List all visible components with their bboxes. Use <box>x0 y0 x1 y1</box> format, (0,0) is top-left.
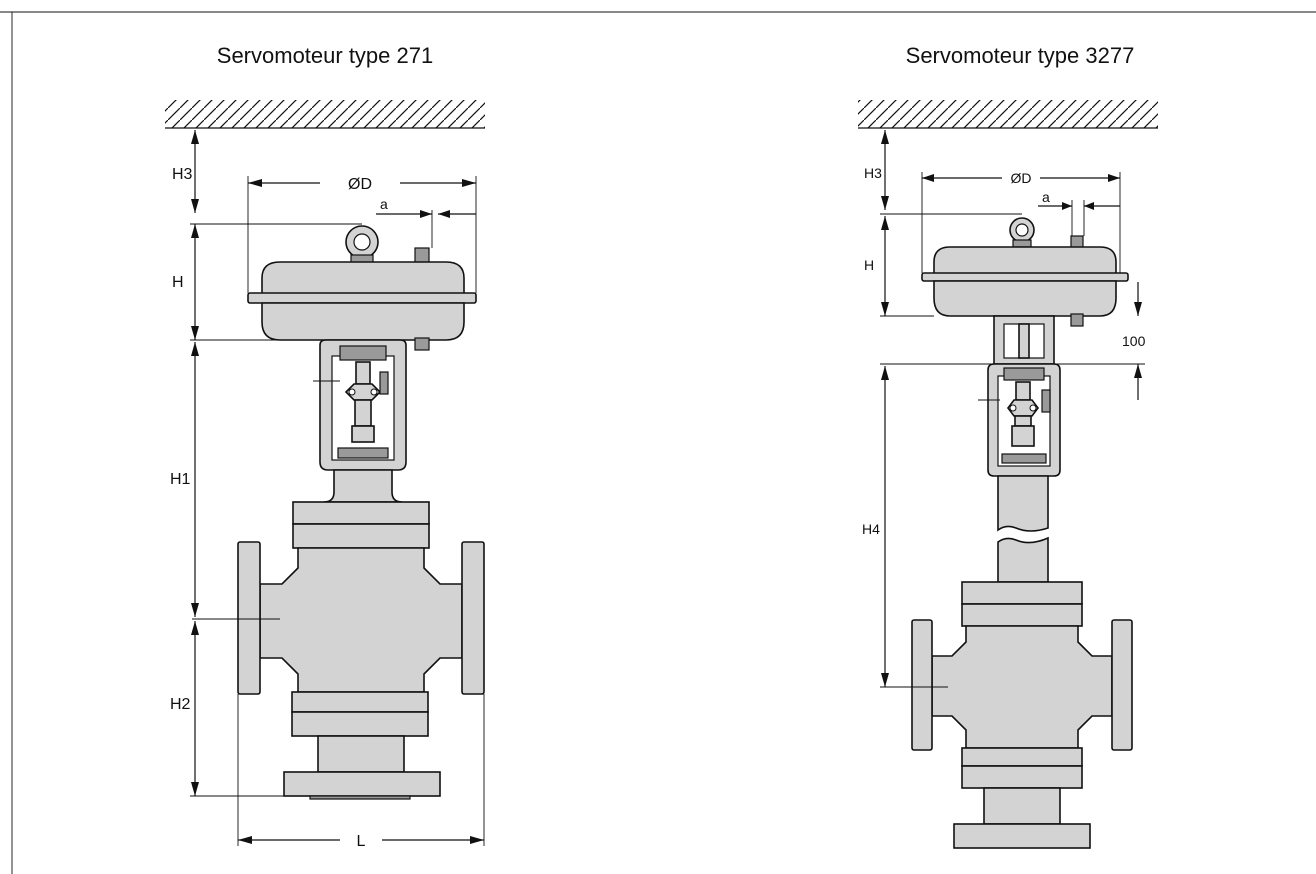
svg-text:H3: H3 <box>172 166 193 183</box>
right-dim-h3: H3 <box>864 130 889 210</box>
left-valve-body <box>192 541 485 800</box>
left-ceiling <box>165 100 485 129</box>
svg-text:a: a <box>1042 189 1050 205</box>
svg-text:H2: H2 <box>170 696 191 713</box>
right-drawing: Servomoteur type 3277 <box>858 43 1158 849</box>
right-dim-h4: H4 <box>862 363 994 687</box>
right-broken-stem <box>997 475 1049 583</box>
left-dim-h1: H1 <box>170 339 320 617</box>
left-title: Servomoteur type 271 <box>217 43 433 68</box>
left-actuator <box>247 261 477 351</box>
left-dim-a: a <box>376 196 476 248</box>
svg-text:100: 100 <box>1122 333 1146 349</box>
right-dim-d: ØD <box>921 170 1121 273</box>
right-yoke <box>978 363 1061 477</box>
right-actuator <box>921 246 1129 327</box>
left-dim-l: L <box>237 694 485 850</box>
left-dim-h: H <box>172 223 362 340</box>
right-ceiling <box>858 100 1158 129</box>
svg-text:H: H <box>172 274 184 291</box>
right-bonnet <box>961 581 1083 627</box>
right-dim-h: H <box>864 213 1022 317</box>
left-dim-d: ØD <box>247 176 477 293</box>
right-adapter <box>993 315 1055 365</box>
svg-text:L: L <box>357 833 366 850</box>
left-vent-plug <box>414 247 430 264</box>
left-eyebolt <box>345 225 379 264</box>
left-neck <box>323 469 403 503</box>
svg-text:ØD: ØD <box>348 176 372 193</box>
right-valve-body <box>880 619 1133 849</box>
svg-text:ØD: ØD <box>1011 170 1032 186</box>
svg-text:H1: H1 <box>170 471 191 488</box>
right-dim-100: 100 <box>1054 282 1146 400</box>
left-yoke <box>313 339 407 471</box>
svg-text:a: a <box>380 196 388 212</box>
svg-text:H3: H3 <box>864 165 882 181</box>
right-eyebolt <box>1009 217 1035 248</box>
right-title: Servomoteur type 3277 <box>906 43 1135 68</box>
svg-text:H4: H4 <box>862 521 880 537</box>
left-drawing: Servomoteur type 271 <box>165 43 485 850</box>
right-dim-a: a <box>1038 189 1120 236</box>
left-dim-h3: H3 <box>172 130 199 213</box>
left-dim-h2: H2 <box>170 621 284 797</box>
svg-text:H: H <box>864 257 874 273</box>
left-bonnet <box>292 501 430 549</box>
